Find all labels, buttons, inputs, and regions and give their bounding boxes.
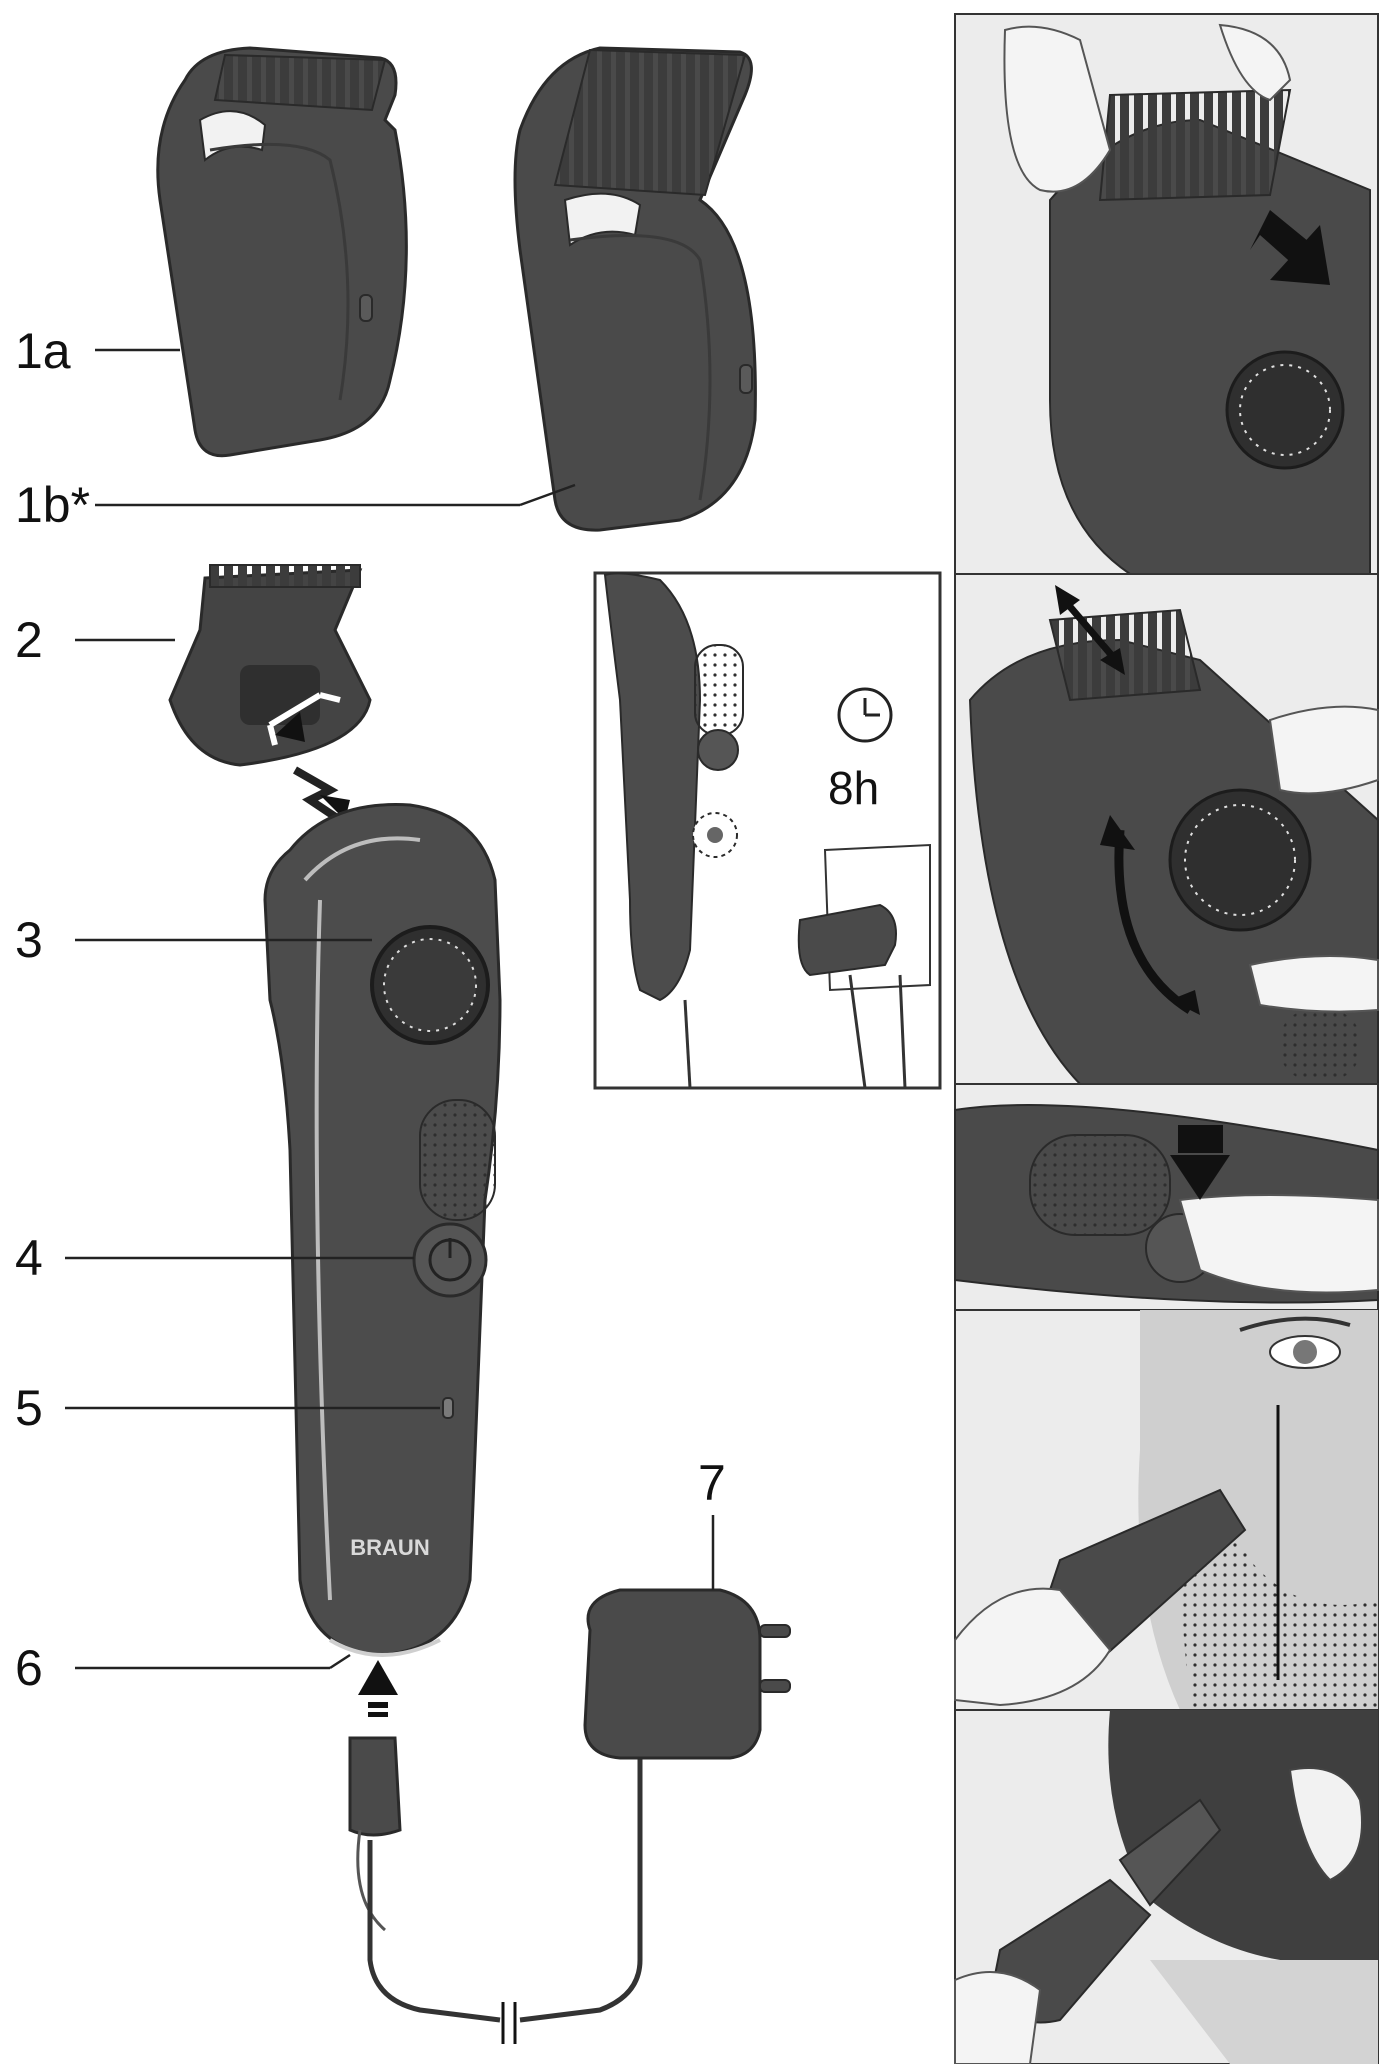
label-5: 5 — [15, 1380, 43, 1436]
plug-connector — [348, 1660, 643, 2044]
charging-panel — [593, 571, 942, 1090]
comb-1b — [513, 46, 757, 532]
label-6: 6 — [15, 1640, 43, 1696]
step-adjust-dial — [954, 573, 1379, 1085]
step-attach-comb — [954, 13, 1379, 575]
trimmer-body: BRAUN — [263, 803, 502, 1657]
power-adapter — [583, 1588, 791, 1760]
trimmer-head — [168, 564, 372, 824]
charge-time: 8h — [828, 762, 880, 814]
step-trim-neckline — [954, 1709, 1379, 2064]
label-2: 2 — [15, 612, 43, 668]
label-1a: 1a — [15, 323, 71, 379]
step-press-power — [954, 1083, 1379, 1311]
label-4: 4 — [15, 1230, 43, 1286]
callout-lines — [65, 348, 715, 1670]
comb-1a — [156, 46, 408, 458]
clock-icon — [837, 687, 893, 743]
brand-logo: BRAUN — [350, 1535, 429, 1560]
label-1b: 1b* — [15, 477, 91, 533]
step-trim-beard — [954, 1309, 1379, 1711]
label-7: 7 — [698, 1455, 726, 1511]
step-panels — [954, 13, 1379, 2064]
label-3: 3 — [15, 912, 43, 968]
